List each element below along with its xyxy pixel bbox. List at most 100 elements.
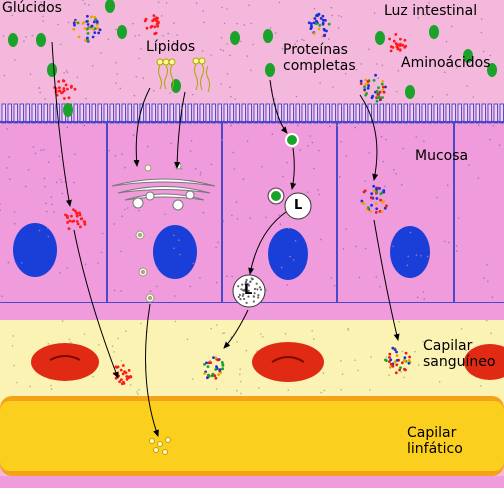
- texture-dot: [51, 203, 53, 206]
- arrow-icon: [145, 303, 159, 437]
- microvillus: [337, 103, 342, 124]
- molecule-dot: [379, 198, 382, 202]
- molecule-dot: [76, 222, 80, 226]
- molecule-dot: [212, 356, 215, 359]
- texture-dot: [47, 235, 50, 238]
- texture-dot: [174, 320, 177, 323]
- molecule-dot: [366, 206, 370, 210]
- molecule-dot: [93, 31, 97, 34]
- microvillus: [13, 103, 18, 124]
- molecule-dot: [58, 89, 61, 93]
- molecule-dot: [123, 370, 126, 373]
- texture-dot: [210, 327, 212, 330]
- molecule-dot: [129, 375, 132, 378]
- texture-dot: [433, 361, 436, 364]
- molecule-dot: [321, 18, 325, 22]
- molecule-dot: [214, 376, 218, 380]
- microvillus: [229, 103, 234, 124]
- texture-dot: [323, 389, 326, 392]
- molecule-dot: [86, 32, 90, 35]
- microvillus: [217, 103, 222, 124]
- molecule-dot: [378, 210, 382, 213]
- molecule-dot: [366, 80, 370, 83]
- texture-dot: [167, 32, 169, 35]
- microvillus: [121, 103, 126, 124]
- texture-dot: [286, 284, 289, 286]
- label-capilar-sanguineo-line1: Capilar: [423, 338, 473, 354]
- texture-dot: [50, 388, 53, 390]
- lysosome-dot: [259, 288, 263, 291]
- molecule-dot: [403, 356, 407, 359]
- microvillus: [43, 103, 48, 124]
- microvillus: [223, 103, 228, 124]
- texture-dot: [42, 20, 45, 22]
- texture-dot: [345, 155, 348, 157]
- lipid-molecule-icon: [156, 57, 210, 93]
- texture-dot: [7, 261, 10, 264]
- texture-dot: [478, 124, 480, 127]
- texture-dot: [138, 209, 140, 212]
- molecule-dot: [122, 382, 126, 385]
- texture-dot: [223, 22, 226, 25]
- texture-dot: [384, 185, 386, 188]
- texture-dot: [226, 275, 228, 278]
- texture-dot: [226, 8, 228, 10]
- texture-dot: [132, 22, 134, 25]
- texture-dot: [125, 330, 127, 333]
- red-blood-cell-icon: [252, 342, 324, 382]
- lysosome-dot: [242, 289, 245, 292]
- texture-dot: [24, 185, 27, 188]
- microvillus: [481, 103, 486, 124]
- protein-blob: [263, 29, 273, 43]
- texture-dot: [250, 22, 253, 25]
- texture-dot: [113, 289, 116, 292]
- texture-dot: [354, 126, 356, 129]
- lysosome-dot: [247, 289, 250, 292]
- texture-dot: [76, 76, 79, 79]
- texture-dot: [373, 12, 376, 14]
- texture-dot: [415, 254, 418, 256]
- microvillus: [157, 103, 162, 124]
- texture-dot: [25, 36, 27, 38]
- microvillus: [193, 103, 198, 124]
- molecule-dot: [370, 203, 373, 207]
- texture-dot: [201, 50, 204, 52]
- lysosome-dot: [255, 282, 258, 285]
- texture-dot: [194, 167, 197, 170]
- molecule-dot: [380, 210, 384, 213]
- texture-dot: [281, 47, 284, 50]
- molecule-dot: [370, 192, 374, 196]
- texture-dot: [450, 25, 453, 28]
- texture-dot: [294, 239, 297, 242]
- texture-dot: [231, 275, 233, 278]
- texture-dot: [265, 216, 267, 219]
- texture-dot: [243, 24, 246, 26]
- texture-dot: [84, 2, 86, 5]
- arrow-icon: [133, 87, 151, 167]
- microvillus: [403, 103, 408, 124]
- microvillus: [235, 103, 240, 124]
- molecule-dot: [71, 220, 74, 223]
- arrow-icon: [174, 91, 186, 169]
- molecule-dot: [378, 187, 381, 190]
- molecule-dot: [82, 220, 86, 224]
- red-blood-cell-icon: [464, 344, 504, 380]
- texture-dot: [309, 135, 312, 137]
- microvillus: [199, 103, 204, 124]
- texture-dot: [189, 150, 192, 152]
- lysosome-dot: [243, 297, 246, 301]
- texture-dot: [60, 43, 62, 46]
- molecule-dot: [407, 361, 411, 365]
- texture-dot: [138, 34, 140, 37]
- texture-dot: [39, 91, 41, 94]
- lysosome-dot: [258, 286, 261, 289]
- texture-dot: [92, 375, 94, 378]
- texture-dot: [240, 40, 242, 43]
- microvillus: [445, 103, 450, 124]
- microvillus: [355, 103, 360, 124]
- texture-dot: [338, 176, 341, 178]
- lysosome-dot: [247, 295, 250, 298]
- texture-dot: [199, 171, 202, 174]
- molecule-dot: [69, 86, 73, 89]
- texture-dot: [393, 168, 395, 171]
